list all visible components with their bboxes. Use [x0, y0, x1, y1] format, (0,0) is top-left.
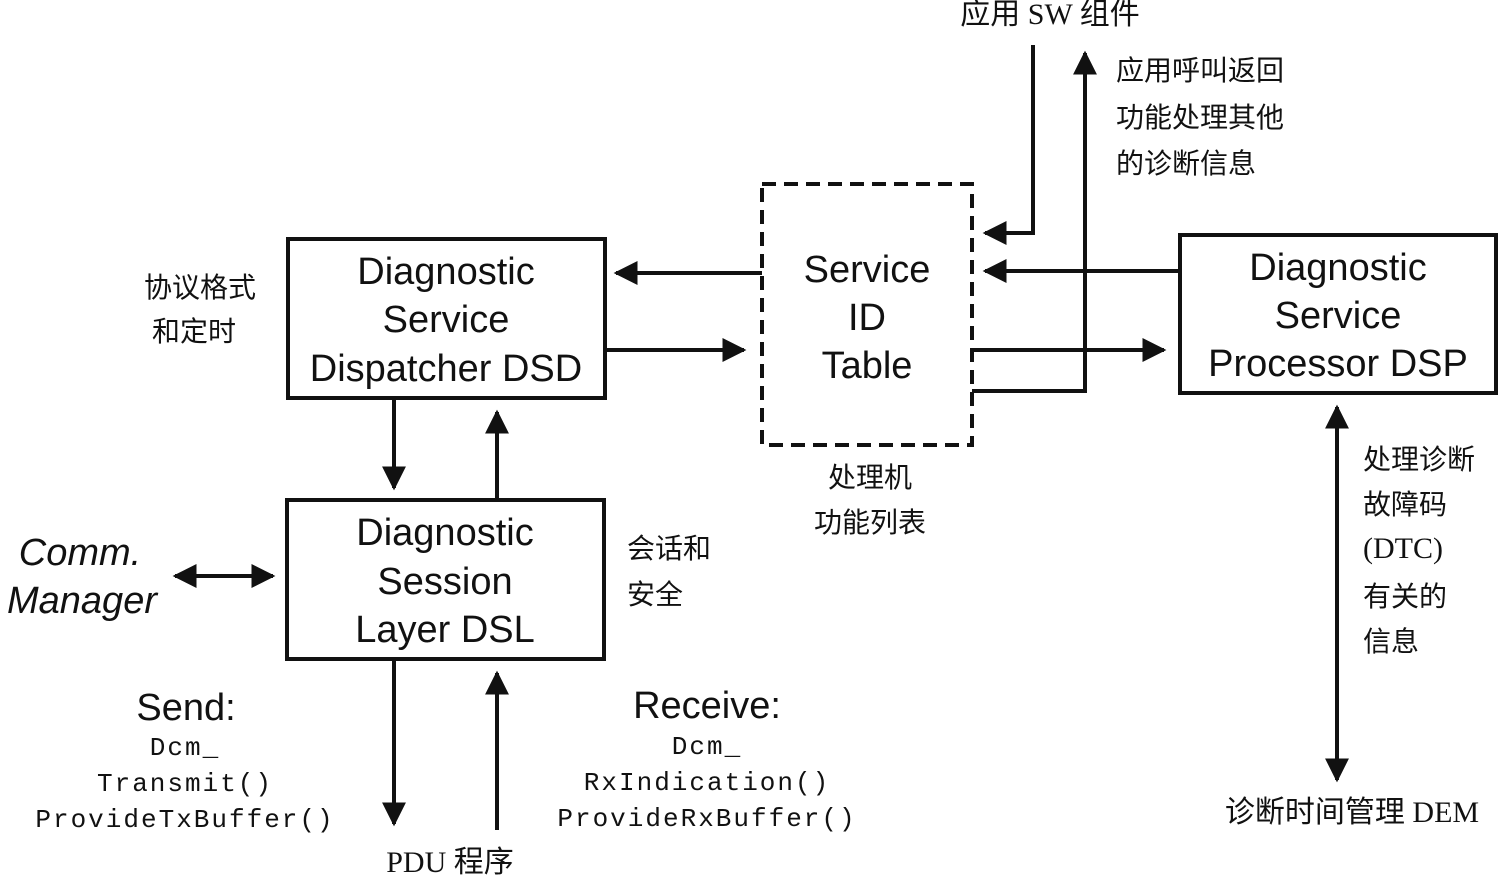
dsl-label-line3: Layer DSL: [355, 609, 535, 651]
svg-text:Manager: Manager: [7, 580, 158, 622]
svg-text:应用呼叫返回: 应用呼叫返回: [1116, 54, 1284, 87]
dtc-info-label: 处理诊断 故障码 (DTC) 有关的 信息: [1363, 443, 1475, 658]
svg-text:Dcm_: Dcm_: [672, 732, 742, 762]
svg-text:处理机: 处理机: [828, 461, 912, 494]
app-sw-component-label: 应用 SW 组件: [960, 0, 1139, 31]
svg-text:处理诊断: 处理诊断: [1363, 443, 1475, 476]
dsd-label-line2: Service: [383, 299, 510, 341]
svg-text:ProvideTxBuffer(): ProvideTxBuffer(): [35, 805, 334, 835]
dsl-box: Diagnostic Session Layer DSL: [285, 498, 606, 661]
svg-text:会话和: 会话和: [627, 532, 711, 565]
receive-title: Receive:: [633, 685, 781, 727]
svg-text:和定时: 和定时: [152, 315, 236, 348]
protocol-timing-label: 协议格式 和定时: [144, 271, 256, 348]
session-security-label: 会话和 安全: [627, 532, 711, 611]
arrow-app-to-sit: [982, 45, 1035, 245]
sit-label-line3: Table: [822, 345, 913, 387]
svg-text:(DTC): (DTC): [1363, 532, 1443, 565]
handler-list-label: 处理机 功能列表: [814, 461, 926, 539]
svg-text:的诊断信息: 的诊断信息: [1116, 147, 1256, 180]
svg-text:安全: 安全: [627, 578, 683, 611]
dsp-label-line1: Diagnostic: [1249, 247, 1426, 289]
dsl-label-line1: Diagnostic: [356, 512, 533, 554]
dsd-label-line1: Diagnostic: [357, 251, 534, 293]
receive-functions: Receive: Dcm_ RxIndication() ProvideRxBu…: [557, 685, 856, 834]
svg-text:Transmit(): Transmit(): [97, 769, 273, 799]
arrow-sit-to-app: [972, 50, 1097, 393]
svg-text:信息: 信息: [1363, 625, 1419, 658]
svg-text:ProvideRxBuffer(): ProvideRxBuffer(): [557, 804, 856, 834]
comm-manager-label: Comm. Manager: [7, 532, 158, 622]
svg-text:Comm.: Comm.: [19, 532, 141, 574]
svg-text:RxIndication(): RxIndication(): [584, 768, 830, 798]
dsp-box: Diagnostic Service Processor DSP: [1178, 233, 1498, 395]
app-callback-label: 应用呼叫返回 功能处理其他 的诊断信息: [1116, 54, 1284, 180]
svg-text:有关的: 有关的: [1363, 580, 1447, 613]
dsd-label-line3: Dispatcher DSD: [310, 348, 582, 390]
svg-text:功能列表: 功能列表: [814, 506, 926, 539]
dsp-label-line2: Service: [1275, 295, 1402, 337]
dem-label: 诊断时间管理 DEM: [1225, 796, 1479, 829]
dsp-label-line3: Processor DSP: [1208, 343, 1468, 385]
send-functions: Send: Dcm_ Transmit() ProvideTxBuffer(): [35, 687, 334, 835]
svg-text:协议格式: 协议格式: [144, 271, 256, 304]
svg-text:Dcm_: Dcm_: [150, 733, 220, 763]
service-id-table-box: Service ID Table: [760, 182, 974, 447]
svg-text:故障码: 故障码: [1363, 488, 1447, 521]
svg-text:功能处理其他: 功能处理其他: [1116, 101, 1284, 134]
send-title: Send:: [136, 687, 235, 729]
pdu-label: PDU 程序: [386, 846, 514, 878]
dsl-label-line2: Session: [377, 561, 512, 603]
dsd-box: Diagnostic Service Dispatcher DSD: [286, 237, 607, 400]
sit-label-line1: Service: [804, 249, 931, 291]
sit-label-line2: ID: [848, 297, 886, 339]
